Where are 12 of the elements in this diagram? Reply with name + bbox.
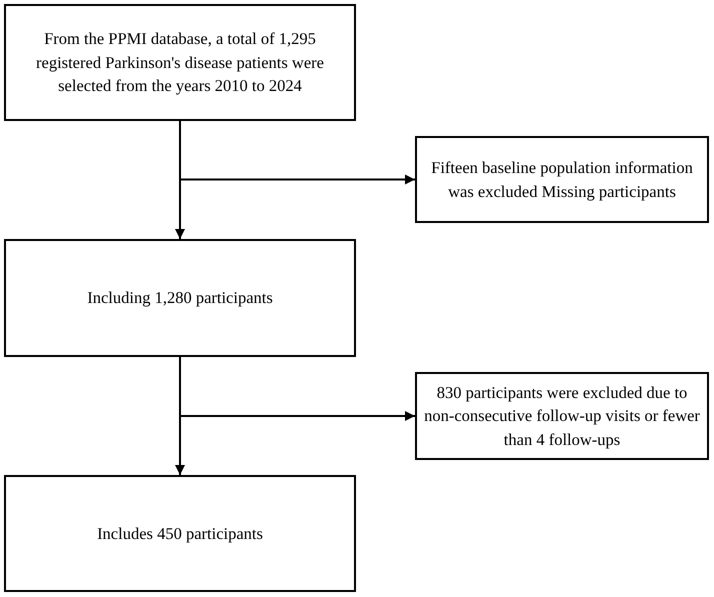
box-text: From the PPMI database, a total of 1,295 registered Parkinson's disease patients were selected from the years 2010 to 2024 [35,28,325,98]
process-box [4,239,356,357]
process-box [4,475,356,592]
box-text: Includes 450 participants [97,522,263,545]
box-text: Fifteen baseline population information was excluded Missing participants [430,157,694,203]
box-text: 830 participants were excluded due to non-consecutive follow-up visits or fewer than 4 follow-ups [423,382,701,451]
process-box [415,372,709,460]
arrow [179,357,415,421]
process-box [4,4,356,121]
process-box [415,136,709,223]
arrow [179,121,415,184]
box-text: Including 1,280 participants [87,287,273,310]
